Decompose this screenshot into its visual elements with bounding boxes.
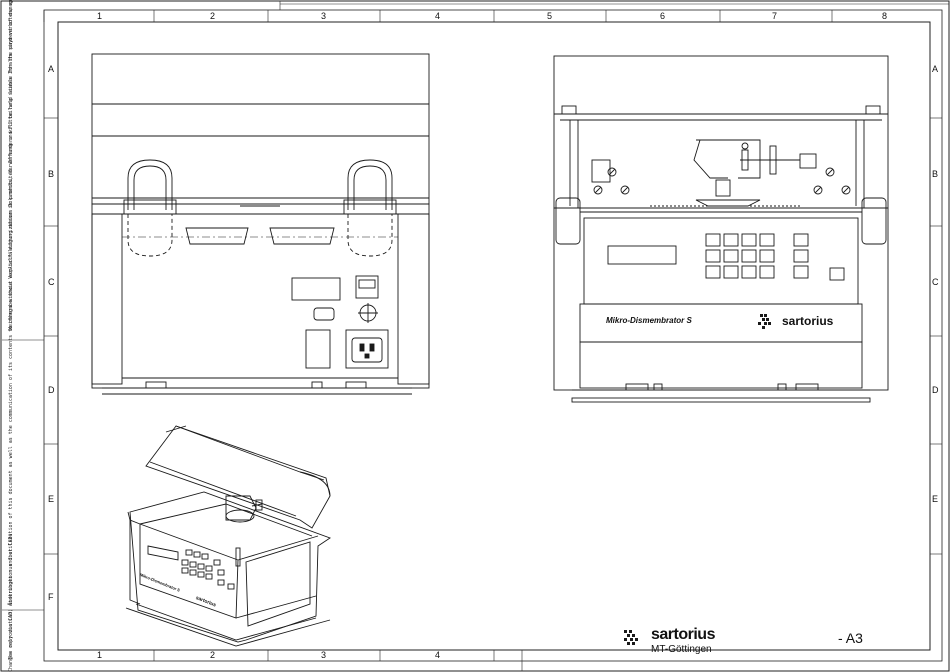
grid-row-a: A bbox=[48, 64, 54, 74]
grid-col-bottom-1: 1 bbox=[97, 650, 102, 660]
grid-col-3: 3 bbox=[321, 11, 326, 21]
grid-row-e: E bbox=[48, 494, 54, 504]
inner-frame bbox=[57, 21, 931, 651]
grid-col-bottom-4: 4 bbox=[435, 650, 440, 660]
grid-row-f: F bbox=[48, 592, 54, 602]
grid-col-bottom-3: 3 bbox=[321, 650, 326, 660]
side-view bbox=[91, 53, 430, 395]
grid-row-d-right: D bbox=[932, 385, 939, 395]
title-block-company: sartorius bbox=[651, 626, 715, 643]
grid-labels: 1 2 3 4 5 6 7 8 1 2 3 4 A B C D E F A B … bbox=[48, 11, 939, 660]
brand-front: sartorius bbox=[782, 314, 834, 328]
grid-row-b-right: B bbox=[932, 169, 938, 179]
device-name-front: Mikro-Dismembrator S bbox=[606, 316, 692, 325]
grid-col-7: 7 bbox=[772, 11, 777, 21]
grid-row-e-right: E bbox=[932, 494, 938, 504]
front-view bbox=[553, 55, 889, 403]
title-block-logo bbox=[624, 630, 638, 645]
grid-col-1: 1 bbox=[97, 11, 102, 21]
sheet-size: - A3 bbox=[838, 630, 863, 646]
grid-row-a-right: A bbox=[932, 64, 938, 74]
grid-row-d: D bbox=[48, 385, 55, 395]
title-block-location: MT-Göttingen bbox=[651, 644, 712, 655]
grid-col-4: 4 bbox=[435, 11, 440, 21]
grid-row-c-right: C bbox=[932, 277, 939, 287]
grid-col-6: 6 bbox=[660, 11, 665, 21]
grid-row-b: B bbox=[48, 169, 54, 179]
drawing-frame bbox=[43, 9, 943, 662]
grid-row-c: C bbox=[48, 277, 55, 287]
cad-change-note: Changes only via CAD! Änderungen nur übe… bbox=[8, 533, 14, 672]
isometric-view bbox=[125, 425, 331, 647]
grid-col-8: 8 bbox=[882, 11, 887, 21]
grid-col-2: 2 bbox=[210, 11, 215, 21]
grid-col-bottom-2: 2 bbox=[210, 650, 215, 660]
grid-col-5: 5 bbox=[547, 11, 552, 21]
